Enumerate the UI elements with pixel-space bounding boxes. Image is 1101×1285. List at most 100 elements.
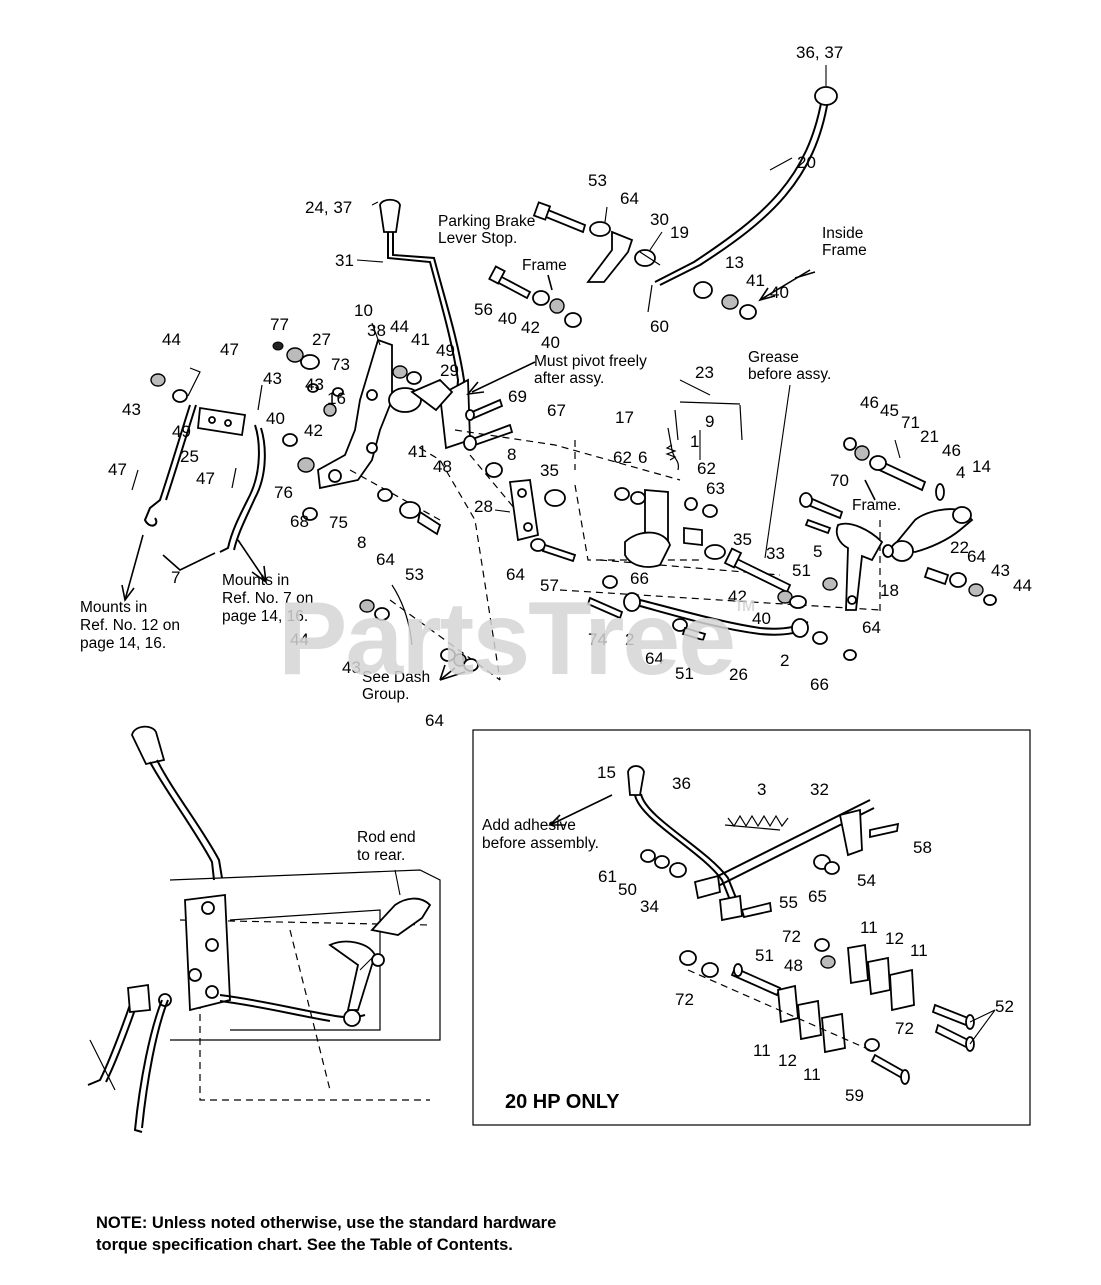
callout: 44 [162, 330, 181, 349]
callout: 56 [474, 300, 493, 319]
callout: 40 [498, 309, 517, 328]
callout: 4 [956, 463, 965, 482]
note-inside-frame: Inside [822, 225, 863, 242]
callout: 38 [367, 321, 386, 340]
callout: 51 [755, 946, 774, 965]
callout: 11 [803, 1065, 821, 1084]
hardware-77-27-73 [272, 341, 422, 473]
callout: 51 [792, 561, 811, 580]
callout: 28 [474, 497, 493, 516]
callout: 8 [507, 445, 516, 464]
rod-26 [586, 575, 857, 661]
note-mounts-12: Mounts in [80, 599, 147, 616]
callout: 34 [640, 897, 659, 916]
callout: 43 [305, 375, 324, 394]
callout: 18 [880, 581, 899, 600]
callout: 44 [390, 317, 409, 336]
note-rod-end: Rod end [357, 829, 416, 846]
footnote-line-1: NOTE: Unless noted otherwise, use the st… [96, 1214, 557, 1232]
callout: 41 [746, 271, 765, 290]
callout: 15 [597, 763, 616, 782]
callout: 30 [650, 210, 669, 229]
callout: 6 [638, 448, 647, 467]
callout: 11 [860, 918, 878, 937]
callout: 69 [508, 387, 527, 406]
center-assembly [614, 401, 743, 568]
note-mounts-7-2: Ref. No. 7 on [222, 590, 313, 607]
callout: 10 [354, 301, 373, 320]
bracket-30-assembly [532, 201, 661, 283]
note-rod-end-2: to rear. [357, 847, 405, 864]
callout: 17 [615, 408, 634, 427]
callout: 77 [270, 315, 289, 334]
note-mounts-7-3: page 14, 16. [222, 608, 308, 625]
note-adhesive: Add adhesive [482, 817, 576, 834]
callout: 36 [672, 774, 691, 793]
callout: 41 [408, 442, 427, 461]
note-mounts-12-3: page 14, 16. [80, 635, 166, 652]
callout: 76 [274, 483, 293, 502]
note-see-dash-2: Group. [362, 686, 409, 703]
callout: 66 [630, 569, 649, 588]
callout: 54 [857, 871, 876, 890]
dashed-guides [349, 429, 881, 681]
callout: 23 [695, 363, 714, 382]
callout: 32 [810, 780, 829, 799]
bracket-10 [317, 338, 454, 490]
callout: 42 [304, 421, 323, 440]
callout: 40 [770, 283, 789, 302]
callout: 67 [547, 401, 566, 420]
callout: 49 [172, 422, 191, 441]
callout: 46 [942, 441, 961, 460]
callout: 20 [797, 153, 816, 172]
knob-24-37 [379, 198, 401, 233]
callout: 3 [757, 780, 766, 799]
rod-20 [654, 86, 838, 286]
bolts-69-67 [463, 398, 514, 451]
callout: 72 [782, 927, 801, 946]
callout: 47 [196, 469, 215, 488]
rods-7 [131, 367, 266, 553]
callout: 35 [733, 530, 752, 549]
callout: 2 [780, 651, 789, 670]
callout: 44 [290, 630, 309, 649]
callout: 1 [690, 432, 699, 451]
callout: 11 [753, 1041, 771, 1060]
footnote: NOTE: Unless noted otherwise, use the st… [96, 1212, 796, 1256]
callout: 73 [331, 355, 350, 374]
callout: 43 [991, 561, 1010, 580]
callout: 8 [357, 533, 366, 552]
callout: 46 [860, 393, 879, 412]
callout: 36, 37 [796, 43, 843, 62]
callout: 9 [705, 412, 714, 431]
callout: 19 [670, 223, 689, 242]
callout: 44 [1013, 576, 1032, 595]
callout: 29 [440, 361, 459, 380]
callout: 14 [972, 457, 991, 476]
callout: 43 [342, 658, 361, 677]
callout: 2 [625, 630, 634, 649]
inset-20hp [472, 729, 1031, 1126]
note-adhesive-2: before assembly. [482, 835, 599, 852]
frame-hardware-right [647, 281, 757, 320]
callout: 25 [180, 447, 199, 466]
callout: 64 [645, 649, 664, 668]
callout: 65 [808, 887, 827, 906]
inset-title: 20 HP ONLY [505, 1091, 620, 1113]
callout: 41 [411, 330, 430, 349]
note-arrows [121, 269, 876, 681]
callout: 66 [810, 675, 829, 694]
callout: 51 [675, 664, 694, 683]
callout: 45 [880, 401, 899, 420]
callout: 12 [778, 1051, 797, 1070]
callout: 49 [436, 341, 455, 360]
note-grease: Grease [748, 349, 799, 366]
callout: 64 [967, 547, 986, 566]
callout: 62 [697, 459, 716, 478]
callout: 7 [171, 568, 180, 587]
callout: 43 [122, 400, 141, 419]
callout: 35 [540, 461, 559, 480]
note-mounts-12-2: Ref. No. 12 on [80, 617, 180, 634]
callout: 63 [706, 479, 725, 498]
callout: 59 [845, 1086, 864, 1105]
